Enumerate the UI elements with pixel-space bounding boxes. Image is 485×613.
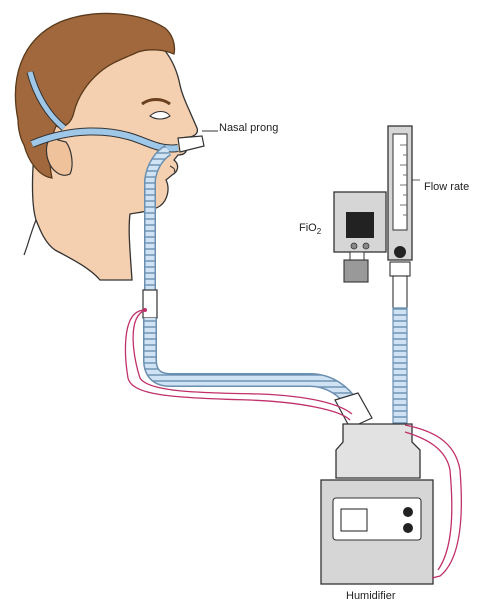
- humidifier-knob-bottom: [403, 523, 413, 533]
- nasal-cannula-tube: [143, 150, 352, 404]
- nasal-prong-label: Nasal prong: [219, 122, 278, 134]
- humidifier-display: [341, 509, 367, 531]
- neck-line: [24, 220, 36, 255]
- fio2-label: FiO2: [299, 222, 321, 236]
- fio2-label-main: FiO: [299, 222, 317, 234]
- fio2-label-subscript: 2: [317, 227, 321, 236]
- flow-meter: [388, 126, 412, 308]
- flow-meter-tube: [393, 308, 407, 433]
- humidifier: [321, 424, 433, 584]
- humidifier-label: Humidifier: [346, 590, 396, 602]
- humidifier-connector: [335, 393, 372, 428]
- flow-rate-label: Flow rate: [424, 181, 469, 193]
- fio2-blender: [334, 192, 386, 282]
- humidifier-knob-top: [403, 507, 413, 517]
